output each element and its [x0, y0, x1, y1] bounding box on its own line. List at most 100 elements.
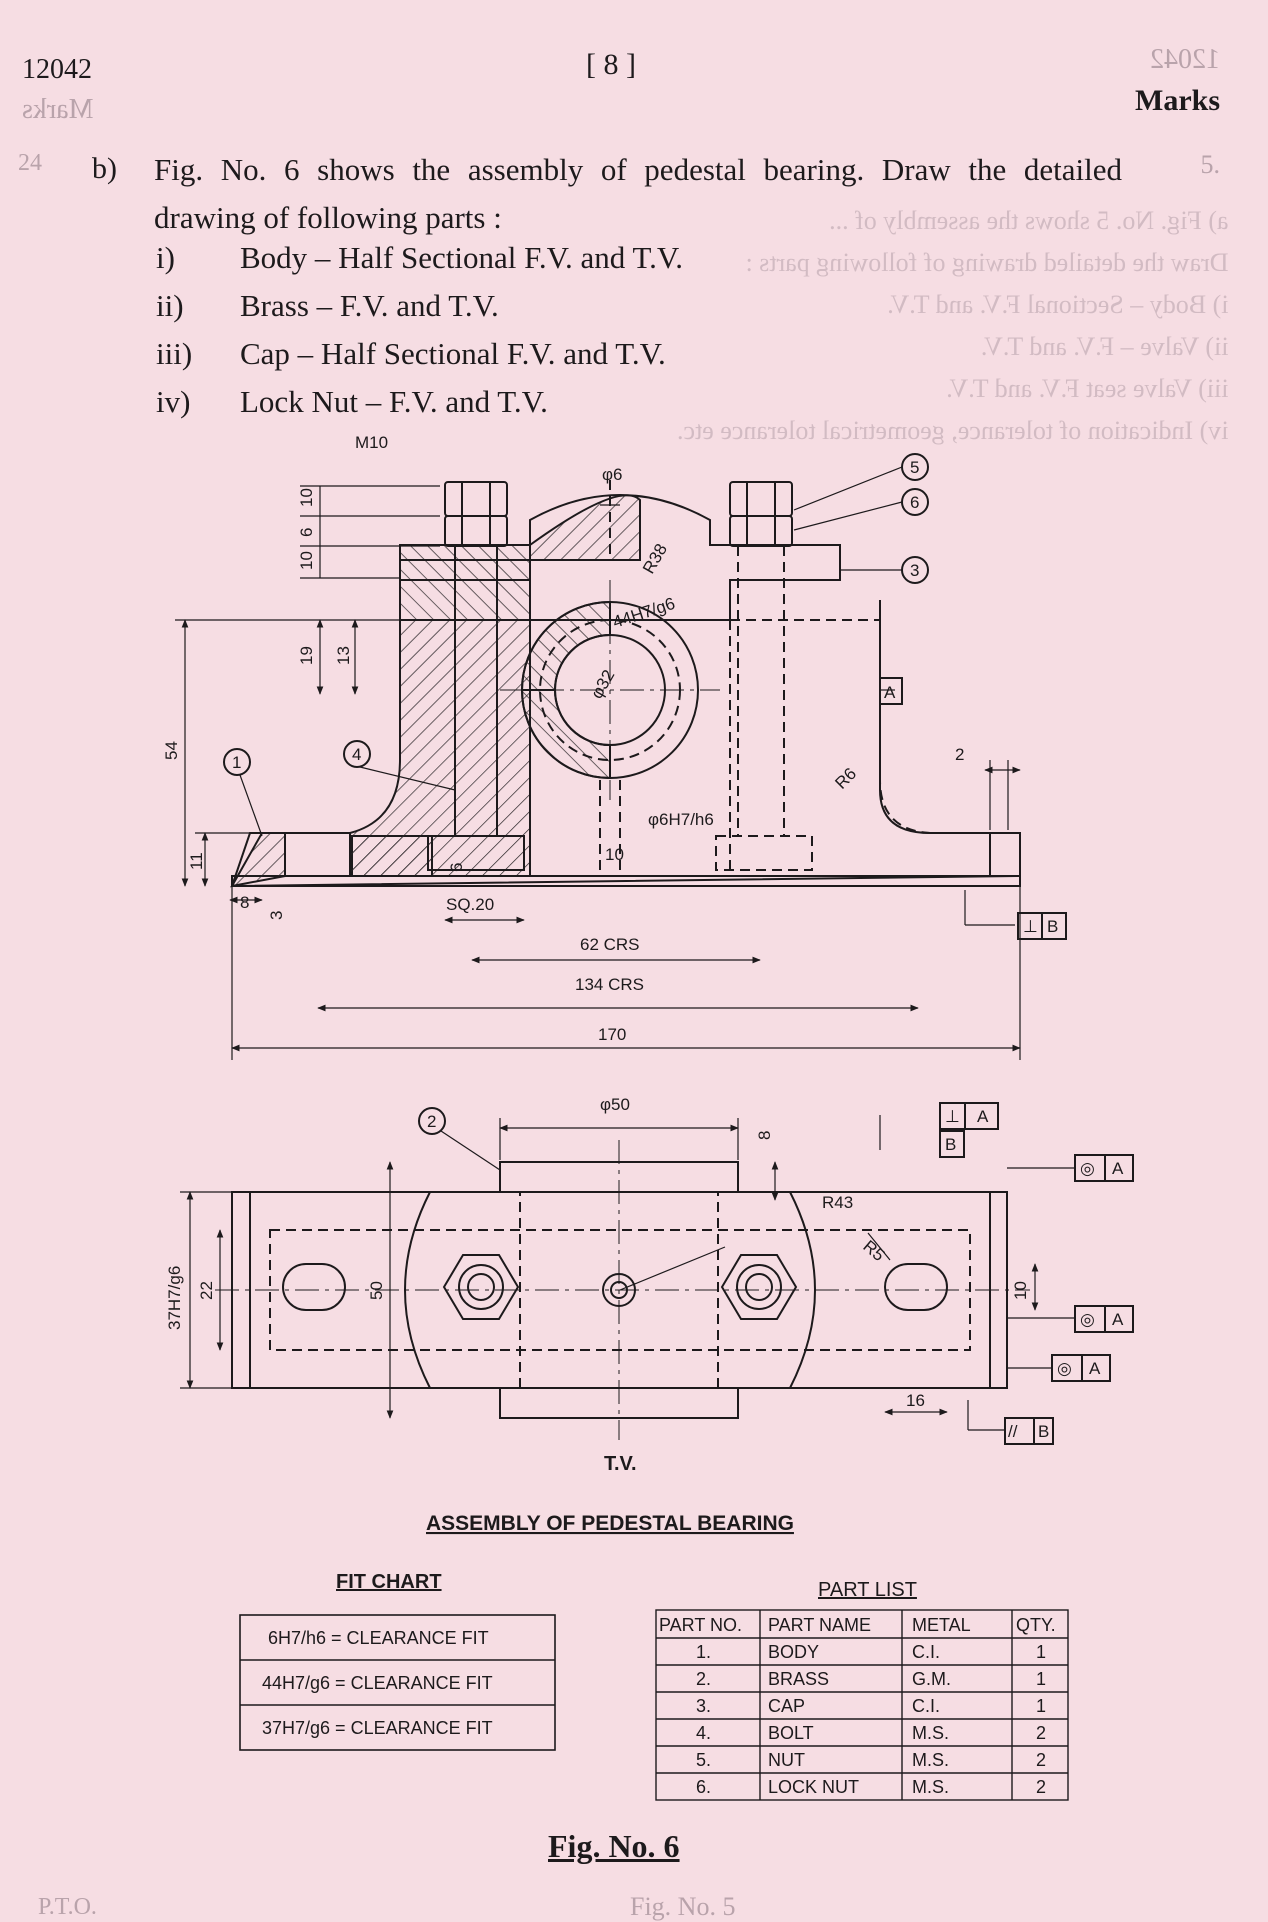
dim-text: 22: [197, 1281, 216, 1300]
dim-text: 2: [955, 745, 964, 764]
part-list-cell: 6.: [696, 1777, 711, 1797]
thread-label: M10: [355, 433, 388, 452]
dim-text: 19: [297, 646, 316, 665]
part-list-header: QTY.: [1016, 1615, 1056, 1635]
dim-text: 170: [598, 1025, 626, 1044]
balloon-number: 6: [910, 493, 919, 512]
dim-text: 11: [187, 852, 206, 870]
part-list-header: PART NAME: [768, 1615, 871, 1635]
gt-ref: A: [1089, 1359, 1101, 1378]
fit-chart-row: 6H7/h6 = CLEARANCE FIT: [268, 1628, 489, 1648]
bleed-mark-value: 24: [18, 150, 42, 176]
gt-symbol: ◎: [1080, 1310, 1095, 1329]
dim-text: 62 CRS: [580, 935, 640, 954]
part-item-number: i): [156, 240, 175, 275]
bleed-question-no: 5.: [1200, 150, 1221, 179]
figure-caption: Fig. No. 6: [548, 1828, 680, 1864]
gt-symbol: ◎: [1057, 1359, 1072, 1378]
left-bolt: [427, 481, 525, 871]
balloon: [223, 748, 251, 776]
paper-code: 12042: [22, 54, 92, 85]
dim-text: 10: [1011, 1281, 1030, 1300]
datum-a-label: A: [884, 683, 896, 702]
balloon-number: 5: [910, 458, 919, 477]
part-list-header: METAL: [912, 1615, 971, 1635]
datum-a-frame: [879, 677, 903, 705]
dim-text: φ32: [587, 667, 618, 702]
balloon-number: 2: [427, 1112, 436, 1131]
dim-text: 13: [334, 646, 353, 665]
top-view-geometry: [215, 1140, 1030, 1440]
balloon: [343, 740, 371, 768]
question-text: Fig. No. 6 shows the assembly of pedesta…: [154, 152, 1122, 235]
dim-text: 10: [605, 845, 624, 864]
dim-text: 44H7/g6: [610, 594, 677, 632]
dim-text: 10: [297, 488, 316, 507]
part-list-cell: LOCK NUT: [768, 1777, 859, 1797]
part-item-text: Cap – Half Sectional F.V. and T.V.: [240, 336, 666, 371]
part-list-cell: BRASS: [768, 1669, 829, 1689]
part-list-cell: 3.: [696, 1696, 711, 1716]
gt-symbol: ◎: [1080, 1159, 1095, 1178]
part-list-cell: C.I.: [912, 1696, 940, 1716]
fit-chart-row: 44H7/g6 = CLEARANCE FIT: [262, 1673, 493, 1693]
gt-frame: [939, 1102, 999, 1130]
part-list-cell: BODY: [768, 1642, 819, 1662]
gt-ref: A: [1112, 1310, 1124, 1329]
body-right-column: [729, 619, 931, 876]
body-right-outline: [879, 600, 990, 834]
part-list-cell: 2: [1036, 1723, 1046, 1743]
dim-text: 8: [240, 893, 249, 912]
part-list-table: [655, 1609, 1069, 1801]
dim-text: 16: [906, 1391, 925, 1410]
dim-text: SQ.20: [446, 895, 494, 914]
balloon-number: 1: [232, 753, 241, 772]
part-list-cell: 1: [1036, 1669, 1046, 1689]
dim-text: 10: [297, 551, 316, 570]
balloon-number: 3: [910, 561, 919, 580]
part-list-cell: 5.: [696, 1750, 711, 1770]
gt-symbol: ⊥: [945, 1107, 960, 1126]
dim-text: R38: [639, 540, 671, 577]
part-item-number: ii): [156, 288, 184, 323]
balloon: [418, 1107, 446, 1135]
part-list-cell: 1: [1036, 1696, 1046, 1716]
gt-ref: A: [977, 1107, 989, 1126]
gt-frame: [1004, 1417, 1054, 1445]
part-item-number: iii): [156, 336, 193, 371]
dim-text: 3: [267, 911, 286, 920]
dim-text: 50: [367, 1281, 386, 1300]
fit-chart-row: 37H7/g6 = CLEARANCE FIT: [262, 1718, 493, 1738]
part-list-cell: 1: [1036, 1642, 1046, 1662]
gt-ref: B: [1047, 917, 1058, 936]
dim-text: R5: [859, 1237, 888, 1266]
part-list-cell: M.S.: [912, 1723, 949, 1743]
part-list-title: PART LIST: [818, 1579, 917, 1601]
dim-text: 37H7/g6: [165, 1266, 184, 1330]
dim-text: φ6: [602, 465, 622, 484]
gt-ref: B: [1038, 1422, 1049, 1441]
marks-heading: Marks: [1135, 84, 1220, 117]
part-item-text: Brass – F.V. and T.V.: [240, 288, 499, 323]
dim-text: φ6H7/h6: [648, 810, 714, 829]
part-list-cell: C.I.: [912, 1642, 940, 1662]
part-list-cell: 2: [1036, 1750, 1046, 1770]
part-item-text: Body – Half Sectional F.V. and T.V.: [240, 240, 683, 275]
dim-text: 6: [447, 863, 466, 872]
bleed-fig-caption: Fig. No. 5: [630, 1892, 736, 1921]
datum-b-label: B: [945, 1135, 956, 1154]
balloon-number: 4: [352, 745, 361, 764]
dim-text: 54: [162, 741, 181, 760]
right-bolt: [715, 481, 813, 871]
gt-symbol: ⊥: [1023, 917, 1038, 936]
part-list-cell: 4.: [696, 1723, 711, 1743]
dim-text: φ50: [600, 1095, 630, 1114]
part-list-cell: BOLT: [768, 1723, 814, 1743]
fit-chart-title: FIT CHART: [336, 1571, 442, 1593]
part-list-cell: M.S.: [912, 1750, 949, 1770]
fit-chart-table: [239, 1614, 556, 1751]
bleed-pto: P.T.O.: [38, 1894, 97, 1920]
part-list-header: PART NO.: [659, 1615, 742, 1635]
dim-text: 134 CRS: [575, 975, 644, 994]
